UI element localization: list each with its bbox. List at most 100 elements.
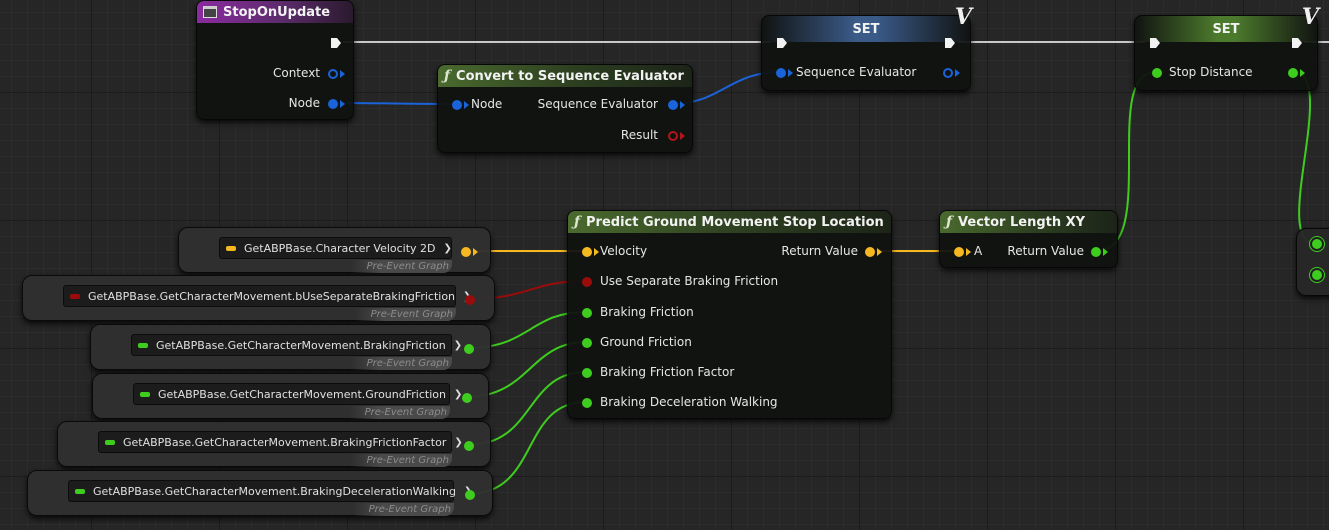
node-title: StopOnUpdate [223, 4, 331, 20]
return-value-out-pin[interactable] [1091, 247, 1101, 257]
function-icon: ƒ [574, 214, 581, 230]
getter-braking-friction[interactable]: GetABPBase.GetCharacterMovement.BrakingF… [90, 324, 491, 370]
getter-character-velocity-2d[interactable]: GetABPBase.Character Velocity 2D ❯ Pre-E… [178, 227, 491, 273]
pin-arrow-icon [340, 100, 345, 108]
pre-event-graph-tag: Pre-Event Graph [350, 260, 452, 273]
variable-badge-icon: V [954, 4, 972, 30]
node-title: Predict Ground Movement Stop Location [586, 214, 884, 230]
float-in-pin[interactable] [1312, 270, 1322, 280]
getter-dropdown[interactable]: GetABPBase.GetCharacterMovement.BrakingD… [68, 480, 472, 502]
exec-out-pin[interactable] [330, 37, 342, 49]
node-header[interactable]: ƒ Vector Length XY [940, 211, 1117, 233]
node-header[interactable]: SET [1135, 16, 1317, 42]
pin-arrow-icon [340, 70, 345, 78]
getter-dropdown[interactable]: GetABPBase.GetCharacterMovement.BrakingF… [131, 334, 462, 356]
exec-in-pin[interactable] [1149, 37, 1161, 49]
float-in-pin[interactable] [1312, 239, 1322, 249]
set-stop-distance-node[interactable]: SET V Stop Distance [1134, 4, 1319, 91]
getter-dropdown[interactable]: GetABPBase.Character Velocity 2D ❯ [219, 237, 452, 259]
set-sequence-evaluator-node[interactable]: SET V Sequence Evaluator [761, 4, 972, 91]
pre-event-graph-tag: Pre-Event Graph [348, 406, 450, 419]
chevron-down-icon: ❯ [443, 242, 452, 254]
stop-distance-in-pin[interactable] [1152, 68, 1162, 78]
getter-braking-deceleration-walking[interactable]: GetABPBase.GetCharacterMovement.BrakingD… [27, 470, 493, 516]
value-out-pin[interactable] [461, 247, 471, 257]
node-title: Convert to Sequence Evaluator [456, 68, 684, 84]
velocity-in-pin[interactable] [582, 247, 592, 257]
node-header[interactable]: SET [762, 16, 970, 42]
braking-friction-pin-label: Braking Friction [600, 305, 694, 319]
a-pin-label: A [974, 244, 983, 258]
type-indicator-icon [138, 342, 148, 348]
return-value-pin-label: Return Value [781, 244, 858, 258]
braking-deceleration-walking-in-pin[interactable] [582, 398, 592, 408]
context-pin-label: Context [272, 66, 320, 80]
pre-event-graph-tag: Pre-Event Graph [350, 357, 452, 370]
sequence-evaluator-pin-label: Sequence Evaluator [537, 97, 658, 111]
velocity-pin-label: Velocity [600, 244, 648, 258]
exec-out-pin[interactable] [1291, 37, 1303, 49]
braking-friction-factor-in-pin[interactable] [582, 368, 592, 378]
pre-event-graph-tag: Pre-Event Graph [352, 503, 454, 516]
sequence-evaluator-out-pin[interactable] [943, 68, 953, 78]
node-header[interactable]: StopOnUpdate [197, 1, 353, 23]
convert-to-sequence-evaluator-node[interactable]: ƒ Convert to Sequence Evaluator Node Seq… [437, 64, 693, 153]
type-indicator-icon [226, 245, 236, 251]
exec-out-pin[interactable] [944, 37, 956, 49]
node-title: Vector Length XY [958, 214, 1086, 230]
result-out-pin[interactable] [668, 131, 678, 141]
node-title: SET [1212, 21, 1240, 37]
sequence-evaluator-in-pin[interactable] [776, 68, 786, 78]
stop-distance-pin-label: Stop Distance [1169, 65, 1253, 79]
pin-arrow-icon [877, 248, 882, 256]
vector-length-xy-node[interactable]: ƒ Vector Length XY A Return Value [939, 210, 1118, 268]
value-out-pin[interactable] [464, 344, 474, 354]
getter-dropdown[interactable]: GetABPBase.GetCharacterMovement.BrakingF… [98, 431, 463, 453]
pin-arrow-icon [680, 132, 685, 140]
stop-on-update-node[interactable]: StopOnUpdate Context Node [196, 0, 354, 120]
offscreen-node[interactable] [1296, 228, 1329, 296]
pre-event-graph-tag: Pre-Event Graph [350, 454, 452, 467]
getter-label: GetABPBase.GetCharacterMovement.GroundFr… [158, 387, 446, 401]
pin-arrow-icon [473, 248, 478, 256]
context-pin[interactable] [328, 69, 338, 79]
return-value-pin-label: Return Value [1007, 244, 1084, 258]
predict-ground-movement-stop-location-node[interactable]: ƒ Predict Ground Movement Stop Location … [567, 210, 892, 419]
braking-deceleration-walking-pin-label: Braking Deceleration Walking [600, 395, 778, 409]
chevron-down-icon: ❯ [453, 339, 463, 351]
braking-friction-in-pin[interactable] [582, 308, 592, 318]
return-value-out-pin[interactable] [865, 247, 875, 257]
getter-dropdown[interactable]: GetABPBase.GetCharacterMovement.GroundFr… [133, 383, 462, 405]
node-header[interactable]: ƒ Predict Ground Movement Stop Location [568, 211, 891, 233]
getter-braking-friction-factor[interactable]: GetABPBase.GetCharacterMovement.BrakingF… [57, 421, 491, 467]
sequence-evaluator-out-pin[interactable] [668, 100, 678, 110]
stop-distance-out-pin[interactable] [1288, 68, 1298, 78]
getter-label: GetABPBase.GetCharacterMovement.BrakingD… [93, 484, 457, 498]
getter-label: GetABPBase.Character Velocity 2D [244, 241, 436, 255]
use-separate-braking-friction-in-pin[interactable] [582, 277, 592, 287]
getter-b-use-separate-braking-friction[interactable]: GetABPBase.GetCharacterMovement.bUseSepa… [22, 275, 495, 321]
pin-arrow-icon [464, 101, 469, 109]
type-indicator-icon [70, 293, 80, 299]
value-out-pin[interactable] [464, 441, 474, 451]
event-icon [203, 6, 217, 18]
value-out-pin[interactable] [465, 490, 475, 500]
exec-in-pin[interactable] [776, 37, 788, 49]
value-out-pin[interactable] [465, 295, 475, 305]
value-out-pin[interactable] [462, 393, 472, 403]
use-separate-braking-friction-pin-label: Use Separate Braking Friction [600, 274, 779, 288]
type-indicator-icon [75, 488, 85, 494]
getter-ground-friction[interactable]: GetABPBase.GetCharacterMovement.GroundFr… [92, 373, 489, 419]
getter-label: GetABPBase.GetCharacterMovement.BrakingF… [123, 435, 447, 449]
a-in-pin[interactable] [954, 247, 964, 257]
node-header[interactable]: ƒ Convert to Sequence Evaluator [438, 65, 692, 87]
node-in-pin[interactable] [452, 100, 462, 110]
getter-dropdown[interactable]: GetABPBase.GetCharacterMovement.bUseSepa… [63, 285, 471, 307]
ground-friction-in-pin[interactable] [582, 338, 592, 348]
node-pin-label: Node [288, 96, 320, 110]
chevron-down-icon: ❯ [453, 388, 463, 400]
node-out-pin[interactable] [328, 99, 338, 109]
pin-arrow-icon [680, 101, 685, 109]
pin-arrow-icon [966, 248, 971, 256]
node-pin-label: Node [471, 97, 503, 111]
